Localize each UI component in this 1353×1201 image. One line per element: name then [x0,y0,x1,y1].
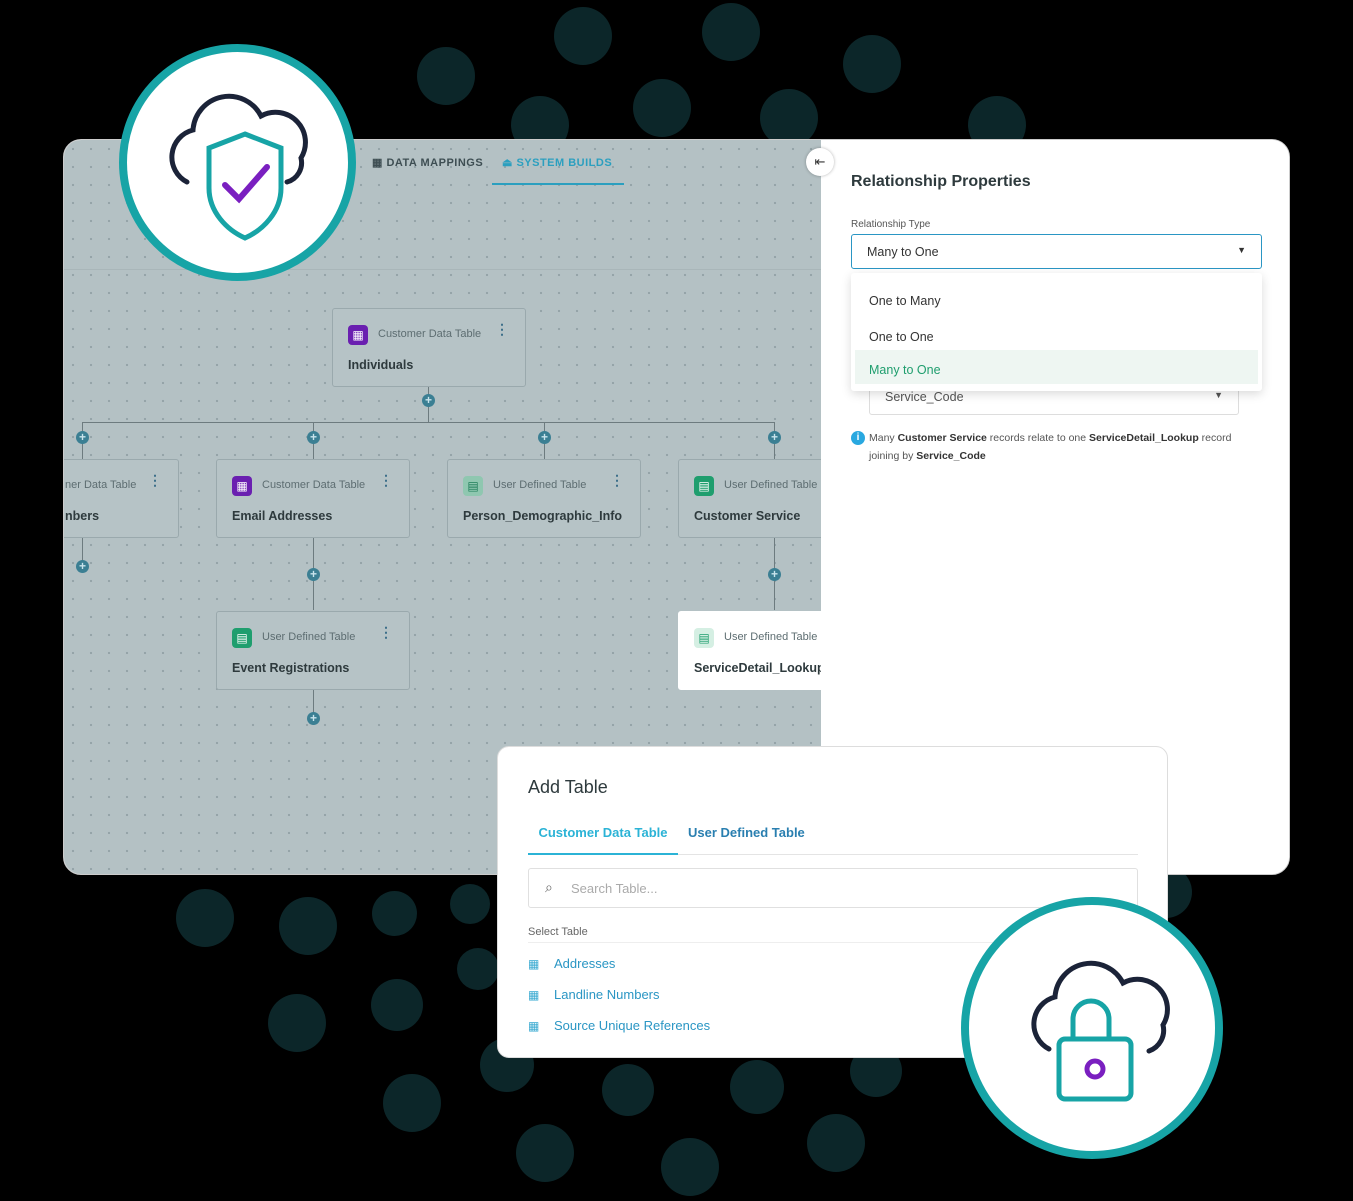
cloud-lock-icon [1031,960,1170,1102]
add-node-button[interactable]: + [307,431,320,444]
caret-down-icon: ▼ [1214,390,1223,400]
more-menu-icon[interactable]: ⋮ [610,472,624,488]
tab-customer-data-table[interactable]: Customer Data Table [528,825,678,855]
table-icon: ▦ [528,1019,540,1033]
search-icon: ⌕ [545,879,553,895]
table-option[interactable]: ▦Landline Numbers [528,987,660,1002]
caret-down-icon: ▼ [1237,245,1246,255]
tab-bar: ▦ DATA MAPPINGS ⏏ SYSTEM BUILDS [64,140,821,270]
option-many-to-one[interactable]: Many to One [855,350,1258,384]
tab-user-defined-table[interactable]: User Defined Table [688,825,805,840]
user-table-icon: ▤ [694,476,714,496]
cloud-shield-icon [169,93,308,241]
add-node-button[interactable]: + [76,560,89,573]
cloud-lock-badge [961,897,1223,1159]
customer-table-icon: ▦ [232,476,252,496]
table-icon: ▦ [528,988,540,1002]
field-label: Relationship Type [851,219,931,230]
user-table-icon: ▤ [694,628,714,648]
add-node-button[interactable]: + [768,568,781,581]
more-menu-icon[interactable]: ⋮ [495,321,509,337]
customer-table-icon: ▦ [348,325,368,345]
option-one-to-one[interactable]: One to One [869,330,934,344]
sitemap-icon: ⏏ [502,157,517,169]
user-table-icon: ▤ [232,628,252,648]
section-label: Select Table [528,926,588,938]
add-node-button[interactable]: + [768,431,781,444]
option-one-to-many[interactable]: One to Many [869,294,941,308]
info-icon: i [851,431,865,445]
relationship-type-select[interactable]: Many to One▼ [851,234,1262,269]
table-icon: ▦ [372,157,387,169]
user-table-icon: ▤ [463,476,483,496]
table-option[interactable]: ▦Source Unique References [528,1018,711,1033]
add-node-button[interactable]: + [538,431,551,444]
panel-title: Relationship Properties [851,173,1031,190]
search-input[interactable]: ⌕ Search Table... [528,868,1138,908]
more-menu-icon[interactable]: ⋮ [379,472,393,488]
cloud-shield-badge [119,44,356,281]
more-menu-icon[interactable]: ⋮ [148,472,162,488]
table-option[interactable]: ▦Addresses [528,956,616,971]
collapse-panel-button[interactable]: ⇤ [806,148,834,176]
table-icon: ▦ [528,957,540,971]
add-node-button[interactable]: + [307,568,320,581]
dialog-title: Add Table [528,777,608,797]
tab-system-builds[interactable]: ⏏ SYSTEM BUILDS [492,156,625,185]
relationship-type-dropdown: One to Many One to One Many to One [851,273,1262,391]
more-menu-icon[interactable]: ⋮ [379,624,393,640]
add-node-button[interactable]: + [307,712,320,725]
add-node-button[interactable]: + [422,394,435,407]
tab-data-mappings[interactable]: ▦ DATA MAPPINGS [372,157,484,169]
add-node-button[interactable]: + [76,431,89,444]
relationship-info: i Many Customer Service records relate t… [851,429,1251,465]
